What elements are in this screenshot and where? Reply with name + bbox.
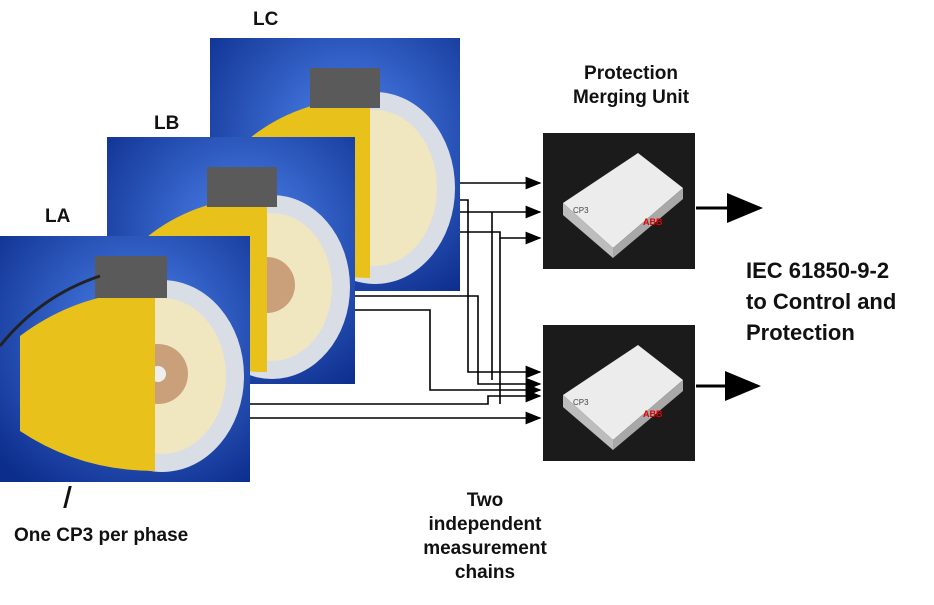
chains-label-line-4: chains xyxy=(454,562,516,583)
phase-label-lb: LB xyxy=(154,113,180,134)
device-brand-logo: ABB xyxy=(643,217,663,227)
merging-unit-title-line-2: Merging Unit xyxy=(572,87,690,108)
merging-unit-upper: CP3 ABB xyxy=(543,133,695,269)
device-model-text: CP3 xyxy=(573,206,589,215)
merging-unit-title-line-1: Protection xyxy=(584,63,678,84)
device-model-text: CP3 xyxy=(573,398,589,407)
sensor-photo-la xyxy=(0,236,250,482)
output-label: IEC 61850-9-2 to Control and Protection xyxy=(746,255,896,348)
wire-la-lower xyxy=(248,389,542,405)
output-label-line-1: IEC 61850-9-2 xyxy=(746,258,890,283)
chains-label-line-1: Two xyxy=(466,490,504,511)
chains-label: Two independent measurement chains xyxy=(400,489,570,585)
wire-lb-lower-2 xyxy=(352,309,542,397)
cp3-sensor-image xyxy=(0,236,250,482)
device-brand-logo: ABB xyxy=(643,409,663,419)
output-label-line-3: Protection xyxy=(746,320,855,345)
merging-unit-title: Protection Merging Unit xyxy=(546,62,716,110)
output-label-line-2: to Control and xyxy=(746,289,897,314)
wire-lc-lower xyxy=(458,199,542,379)
merging-unit-lower: CP3 ABB xyxy=(543,325,695,461)
per-phase-note: One CP3 per phase xyxy=(14,525,189,546)
merging-unit-image: CP3 ABB xyxy=(543,325,695,461)
merging-unit-image: CP3 ABB xyxy=(543,133,695,269)
phase-label-la: LA xyxy=(45,206,71,227)
chains-label-line-2: independent xyxy=(428,514,542,535)
wire-lb-lower xyxy=(352,295,542,391)
phase-label-lc: LC xyxy=(253,9,279,30)
chains-label-line-3: measurement xyxy=(423,538,547,559)
